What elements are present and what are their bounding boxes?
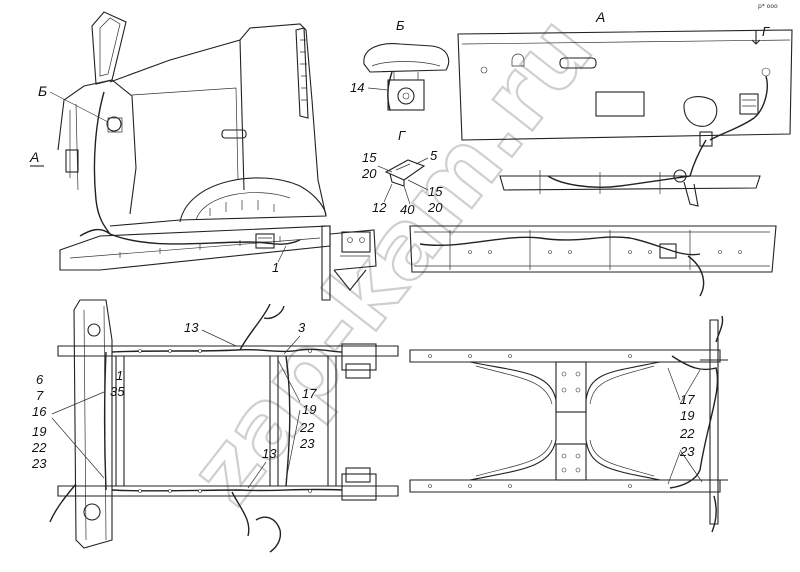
rear-callout-23: 23 [679,444,695,459]
frame-callout-3: 3 [298,320,306,335]
view-A: А Г [457,9,793,207]
corner-mark: p* ooo [758,3,778,10]
frame-callout-23b: 23 [299,436,315,451]
rear-callout-19: 19 [680,408,694,423]
view-A-direction-G: Г [762,24,770,39]
frame-callout-6: 6 [36,372,44,387]
detail-G-callout-12: 12 [372,200,387,215]
frame-callout-13b: 13 [262,446,277,461]
frame-top-holes [138,349,312,493]
cab-label-A: А [29,149,39,165]
detail-G-callout-15b: 15 [428,184,443,199]
detail-G-callout-20b: 20 [427,200,443,215]
detail-G-callout-15a: 15 [362,150,377,165]
frame-callout-35: 35 [110,384,125,399]
cab-label-B: Б [38,83,47,99]
frame-callout-19: 19 [32,424,46,439]
detail-G: Г 15 20 5 12 40 15 20 [361,128,443,217]
view-A-title: А [595,9,605,25]
frame-callout-19b: 19 [302,402,316,417]
frame-rear-view: 17 19 22 23 [409,315,728,533]
watermark: zap-kam.ru [168,0,614,525]
frame-callout-17: 17 [302,386,317,401]
detail-G-callout-40: 40 [400,202,415,217]
rear-callout-17: 17 [680,392,695,407]
frame-rail-side [409,225,777,297]
frame-top-view: 6 7 16 19 22 23 1 35 13 3 17 19 22 23 13 [31,299,399,553]
frame-callout-22: 22 [31,440,47,455]
detail-B-title: Б [396,18,405,33]
frame-callout-7: 7 [36,388,44,403]
detail-G-title: Г [398,128,406,143]
detail-G-callout-20a: 20 [361,166,377,181]
frame-callout-22b: 22 [299,420,315,435]
detail-B-callout-14: 14 [350,80,364,95]
frame-callout-16: 16 [32,404,47,419]
rear-frame-holes [428,354,632,488]
frame-callout-1: 1 [116,368,123,383]
frame-callout-13a: 13 [184,320,199,335]
rear-callout-22: 22 [679,426,695,441]
frame-callout-23: 23 [31,456,47,471]
cab-side-view: Б А 1 [29,11,377,301]
cab-callout-1: 1 [272,260,279,275]
frame-rail-holes [468,250,742,254]
watermark-text: zap-kam.ru [169,0,613,524]
detail-G-callout-5: 5 [430,148,438,163]
detail-B: Б 14 [350,18,450,111]
